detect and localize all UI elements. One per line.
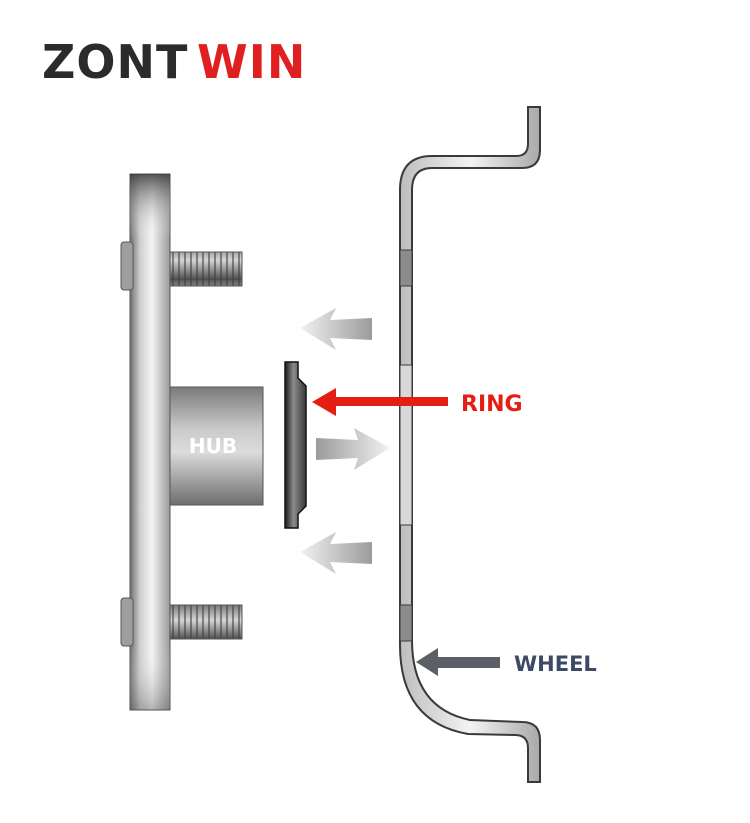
wheel-center-bore [399,364,413,526]
bolt-head-top [120,241,134,291]
wheel-stud-top [169,251,243,287]
left-arrow-icon [300,532,372,574]
logo-text-win: WIN [197,35,306,89]
wheel-stud-bottom [169,604,243,640]
left-arrow-icon [300,308,372,350]
wheel-bolt-hole-bottom [399,604,413,642]
wheel-label: WHEEL [514,652,597,676]
brand-logo: ZONT WIN [42,35,306,89]
wheel-bolt-hole-top [399,249,413,287]
hub-cylinder: HUB [169,386,264,506]
logo-text-zont: ZONT [42,35,188,89]
right-arrow-icon [316,428,390,470]
hub-centric-ring [284,361,307,529]
ring-label: RING [461,392,523,417]
wheel-profile [399,106,541,783]
hub-flange [120,173,171,711]
ring-pointer-arrow [312,388,448,416]
hub-label: HUB [189,434,237,458]
bolt-head-bottom [120,597,134,647]
wheel-pointer-arrow [416,648,500,676]
